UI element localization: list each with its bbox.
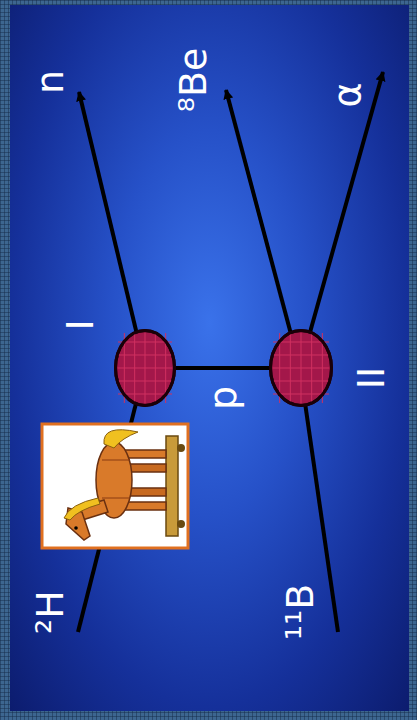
particle-label: ¹¹B — [281, 584, 319, 641]
particle-label: ⁸Be — [174, 48, 212, 113]
vertex-label: I — [61, 319, 99, 330]
proton-exchange-line — [176, 366, 269, 370]
particle-label: α — [328, 82, 366, 107]
particle-label: n — [31, 70, 69, 94]
alpha-track — [300, 72, 383, 368]
vertex-label: II — [352, 367, 390, 389]
vertex-blob — [114, 329, 176, 407]
beryllium-track — [226, 90, 300, 368]
vertex-blob — [269, 329, 333, 407]
exchange-label: p — [204, 386, 242, 410]
vertex-circle: II — [269, 329, 333, 407]
particle-label: ²H — [31, 590, 69, 634]
vertex-circle: I — [114, 329, 176, 407]
